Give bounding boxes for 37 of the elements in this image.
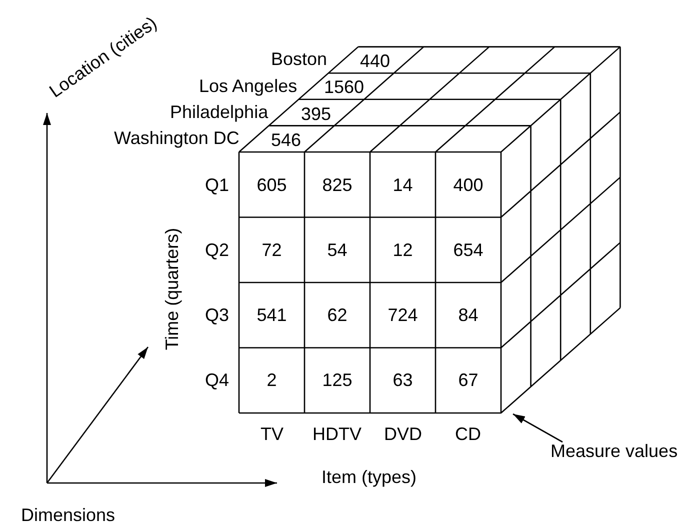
- city-label: Washington DC: [114, 129, 240, 147]
- cell-value: 1560: [324, 78, 364, 96]
- city-label: Los Angeles: [199, 77, 298, 95]
- cell-value: 654: [453, 240, 484, 259]
- column-header: TV: [260, 425, 284, 443]
- city-label: Philadelphia: [170, 103, 268, 121]
- city-label: Boston: [271, 50, 328, 68]
- cell-value: 400: [453, 176, 484, 194]
- axis-title: Time (quarters): [163, 228, 182, 350]
- leader-arrow: [512, 413, 563, 443]
- cell-value: 724: [388, 306, 418, 324]
- cell-value: 546: [271, 131, 302, 149]
- callout-label: Measure values: [550, 442, 678, 460]
- cell-value: 440: [360, 52, 390, 70]
- axis-title: Item (types): [322, 468, 417, 486]
- row-header: Q3: [205, 306, 230, 324]
- cell-value: 825: [322, 176, 352, 194]
- cell-value: 62: [327, 306, 348, 324]
- cell-value: 541: [256, 306, 287, 324]
- cell-value: 63: [392, 371, 413, 390]
- cell-value: 2: [266, 371, 277, 390]
- cell-value: 395: [301, 105, 332, 123]
- cell-value: 72: [262, 240, 282, 259]
- cell-value: 54: [327, 240, 348, 259]
- cell-value: 14: [392, 176, 413, 194]
- row-header: Q1: [205, 176, 230, 194]
- cell-value: 605: [256, 176, 287, 194]
- cell-value: 125: [322, 371, 352, 390]
- row-header: Q4: [205, 371, 230, 390]
- cell-value: 12: [392, 240, 413, 259]
- column-header: DVD: [384, 425, 422, 443]
- column-header: CD: [455, 425, 481, 443]
- cell-value: 84: [458, 306, 478, 324]
- row-header: Q2: [205, 240, 230, 259]
- caption-text: Dimensions: [21, 506, 116, 523]
- column-header: HDTV: [312, 425, 362, 443]
- cell-value: 67: [458, 371, 478, 390]
